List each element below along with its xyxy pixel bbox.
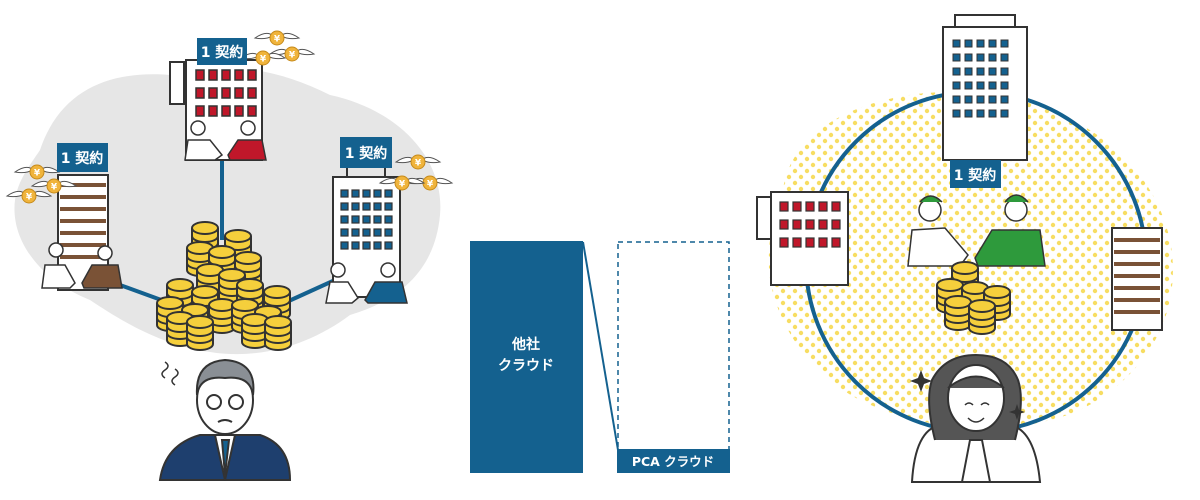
other-cloud-label-2: クラウド [498,358,554,374]
building-top [942,14,1028,161]
building-blue-windows [325,168,408,304]
cost-comparison: 他社 クラウド PCA クラウド [470,241,730,473]
pca-cloud-label: PCA クラウド [632,454,714,469]
pca-cloud-bar [617,449,730,473]
building-left [756,191,849,286]
handshake-people [184,120,267,161]
contract-label-text: 1 契約 [201,44,244,61]
contract-label: 1 契約 [950,160,1001,188]
worried-man-icon [158,358,292,481]
handshake-people [907,194,1046,267]
contract-label: 1 契約 [57,143,108,172]
comparison-connector [582,241,619,451]
contract-label-text: 1 契約 [345,145,388,162]
contract-label: 1 契約 [340,137,392,168]
happy-woman-icon [910,353,1042,483]
building-striped-tower [41,174,123,291]
pca-cloud-outline [617,241,730,473]
contract-label-text: 1 契約 [954,167,997,184]
right-scene: 1 契約 [756,14,1173,483]
building-right-tower [1111,227,1163,331]
contract-label: 1 契約 [197,38,247,65]
contract-label-text: 1 契約 [61,150,104,167]
left-scene: 1 契約 1 契約 1 契約 [6,30,453,481]
other-cloud-label-1: 他社 [511,336,540,353]
building-red-windows [169,59,267,161]
dotted-background [768,91,1173,429]
other-cloud-bar [470,241,583,473]
